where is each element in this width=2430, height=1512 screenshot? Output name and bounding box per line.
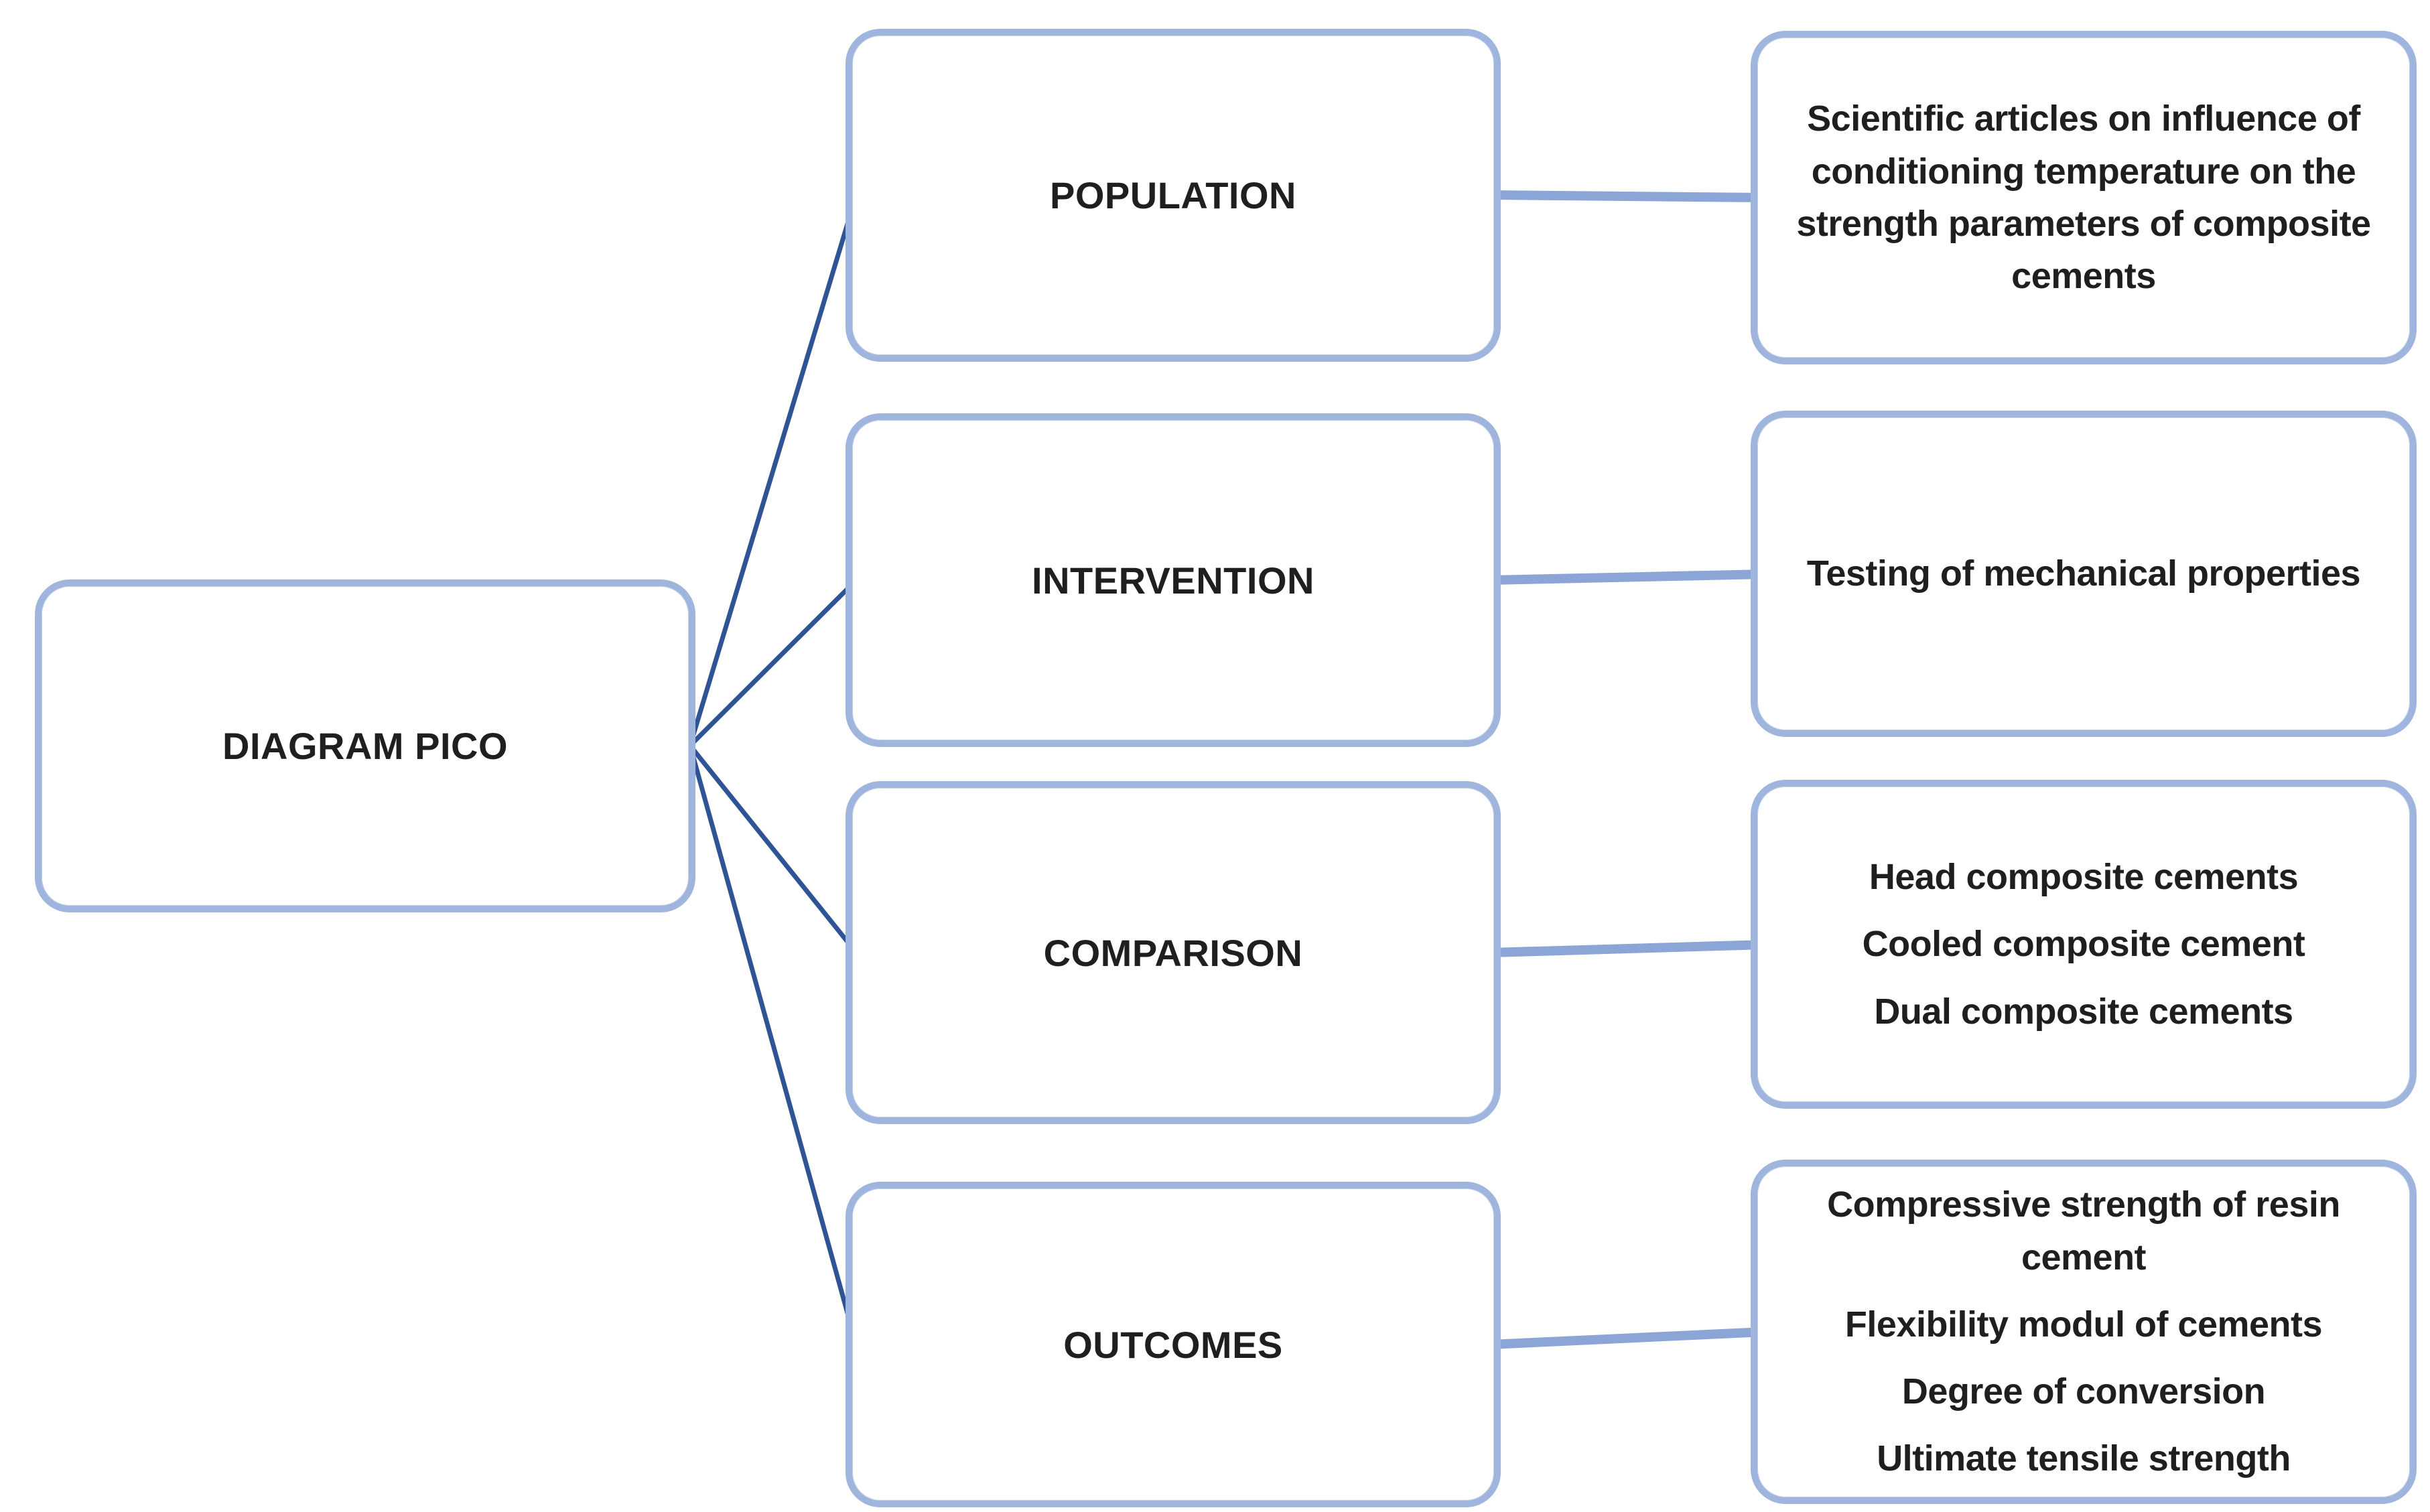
fan-line-population — [687, 194, 859, 747]
connector-intervention — [1490, 569, 1766, 585]
detail-text: Scientific articles on influence of cond… — [1796, 98, 2371, 297]
category-box-comparison: COMPARISON — [846, 781, 1501, 1124]
detail-box-population: Scientific articles on influence of cond… — [1751, 31, 2417, 364]
detail-text: Ultimate tensile strength — [1877, 1438, 2291, 1479]
fan-line-comparison — [688, 744, 858, 955]
detail-text: Degree of conversion — [1901, 1371, 2266, 1412]
root-box: DIAGRAM PICO — [35, 579, 695, 912]
connector-population — [1490, 190, 1766, 202]
detail-text: Testing of mechanical properties — [1806, 553, 2361, 594]
detail-text: Dual composite cements — [1874, 991, 2293, 1032]
detail-text: Head composite cements — [1869, 857, 2299, 898]
connector-outcomes — [1490, 1327, 1766, 1349]
detail-text: Compressive strength of resin cement — [1827, 1184, 2340, 1278]
fan-line-outcomes — [687, 745, 859, 1345]
detail-text: Flexibility modul of cements — [1844, 1304, 2323, 1345]
category-box-population: POPULATION — [846, 29, 1501, 362]
category-label: POPULATION — [1050, 174, 1296, 216]
root-label: DIAGRAM PICO — [222, 725, 508, 767]
category-box-intervention: INTERVENTION — [846, 413, 1501, 747]
detail-text: Cooled composite cement — [1862, 924, 2305, 965]
category-box-outcomes: OUTCOMES — [846, 1182, 1501, 1507]
detail-box-comparison: Head composite cements Cooled composite … — [1751, 780, 2417, 1109]
category-label: INTERVENTION — [1032, 559, 1314, 602]
fan-line-intervention — [688, 578, 858, 748]
category-label: COMPARISON — [1043, 931, 1303, 974]
connector-comparison — [1490, 940, 1766, 957]
detail-box-intervention: Testing of mechanical properties — [1751, 411, 2417, 737]
detail-box-outcomes: Compressive strength of resin cement Fle… — [1751, 1160, 2417, 1504]
category-label: OUTCOMES — [1063, 1323, 1283, 1366]
